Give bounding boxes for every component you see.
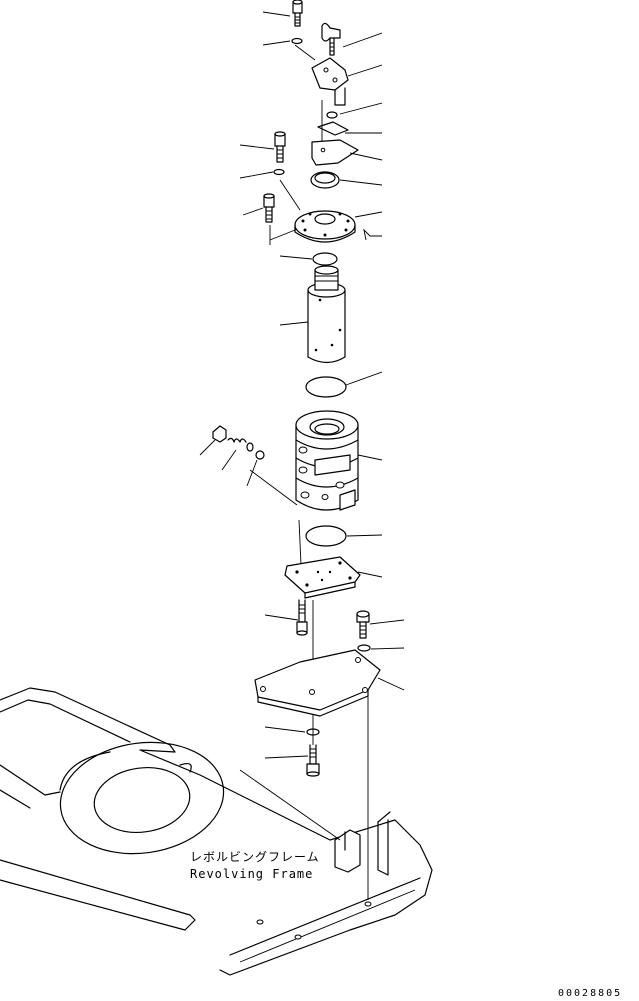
flange-cover bbox=[294, 210, 356, 243]
top-bolt bbox=[292, 0, 303, 27]
swivel-rotor-shaft bbox=[307, 265, 346, 364]
o-ring-middle bbox=[305, 376, 347, 398]
lower-bolt-left bbox=[296, 599, 308, 636]
plug-and-spring bbox=[212, 425, 265, 460]
assembly-axis-lines bbox=[239, 44, 369, 900]
leader-lines bbox=[199, 11, 405, 759]
stopper bbox=[311, 139, 359, 166]
drawing-code: 00028805 bbox=[558, 988, 622, 999]
left-washer-upper bbox=[273, 168, 285, 176]
lower-flange-plate bbox=[284, 556, 361, 599]
o-ring-top bbox=[312, 252, 338, 266]
left-bolt-lower bbox=[263, 193, 275, 223]
bottom-washer bbox=[306, 728, 320, 736]
top-washer bbox=[291, 37, 303, 45]
right-washer bbox=[357, 644, 371, 652]
right-bolt bbox=[356, 610, 370, 639]
bracket-plate bbox=[311, 57, 349, 106]
bottom-bolt bbox=[306, 744, 320, 777]
swivel-body bbox=[295, 410, 359, 511]
frame-label-english: Revolving Frame bbox=[190, 867, 313, 881]
support-plate bbox=[254, 649, 381, 717]
stopper-plate bbox=[317, 121, 349, 136]
wing-bolt bbox=[321, 22, 341, 56]
small-washer bbox=[326, 111, 338, 119]
left-bolt-upper bbox=[274, 131, 286, 163]
o-ring-bottom bbox=[305, 525, 347, 547]
seal-ring bbox=[310, 171, 340, 189]
revolving-frame bbox=[0, 687, 433, 976]
frame-label-japanese: レボルビングフレーム bbox=[190, 850, 320, 864]
